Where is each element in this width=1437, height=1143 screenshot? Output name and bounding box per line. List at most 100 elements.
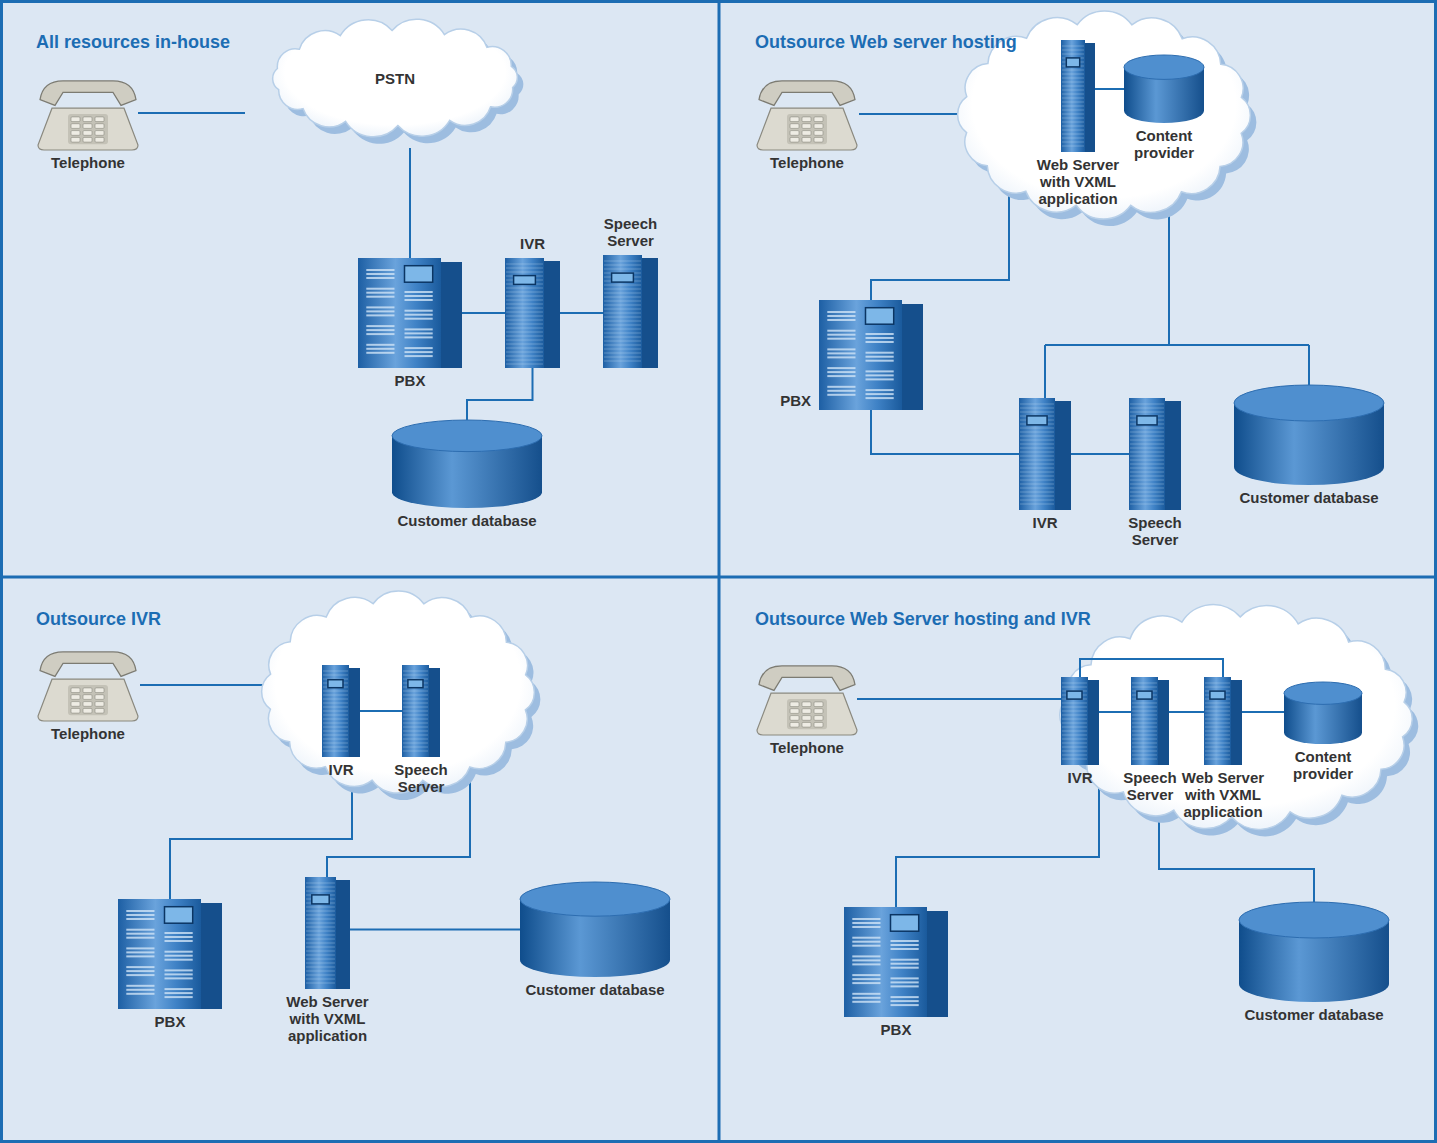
server-stripe	[604, 317, 641, 318]
phone-key	[814, 131, 823, 136]
db-node: Customer database	[1239, 902, 1389, 1002]
phone-key	[83, 702, 92, 707]
pbx-vent	[827, 375, 855, 377]
server-stripe	[1130, 504, 1164, 505]
network-cloud: PSTN	[245, 8, 545, 148]
server-stripe	[1020, 440, 1054, 441]
server-stripe	[403, 723, 428, 724]
phone-key	[71, 695, 80, 700]
pbx-vent	[891, 959, 919, 961]
pbx-node: PBX	[118, 899, 222, 1009]
pbx-vent	[405, 332, 433, 334]
phone-key	[83, 695, 92, 700]
server-side	[1088, 680, 1099, 765]
server-stripe	[306, 931, 335, 932]
server-icon	[1019, 398, 1071, 510]
phone-key	[71, 708, 80, 713]
server-icon	[1204, 677, 1242, 765]
wire	[857, 698, 1079, 700]
node-label: Telephone	[770, 155, 844, 172]
pbx-vent	[405, 295, 433, 297]
server-side	[1055, 401, 1071, 510]
server-stripe	[1130, 484, 1164, 485]
phone-key	[95, 708, 104, 713]
server-stripe	[323, 703, 348, 704]
server-stripe	[1062, 727, 1087, 728]
server-stripe	[604, 289, 641, 290]
node-label: Telephone	[770, 740, 844, 757]
server-stripe	[1132, 711, 1157, 712]
pbx-vent	[165, 936, 193, 938]
node-label: Speech Server	[391, 762, 451, 796]
server-stripe	[506, 332, 543, 333]
server-stripe	[323, 747, 348, 748]
server-stripe	[1020, 452, 1054, 453]
node-label: Customer database	[1244, 1007, 1383, 1024]
server-icon	[1131, 677, 1169, 765]
server-stripe	[1062, 707, 1087, 708]
pbx-vent	[366, 352, 394, 354]
phone-node: Telephone	[38, 78, 138, 150]
server-stripe	[1132, 747, 1157, 748]
cloud-shape	[273, 19, 518, 137]
server-stripe	[604, 265, 641, 266]
server-stripe	[1132, 719, 1157, 720]
server-screen	[328, 680, 343, 688]
db-icon	[392, 420, 542, 508]
server-stripe	[306, 939, 335, 940]
phone-base	[757, 693, 857, 735]
clouds	[262, 11, 1419, 836]
phone-key	[790, 702, 799, 707]
phone-key	[71, 688, 80, 693]
server-node: Speech Server	[402, 665, 440, 757]
node-label: Telephone	[51, 726, 125, 743]
pbx-vent	[405, 310, 433, 312]
server-stripe	[323, 691, 348, 692]
server-stripe	[506, 352, 543, 353]
phone-key	[814, 709, 823, 714]
server-stripe	[506, 264, 543, 265]
server-stripe	[1062, 118, 1084, 119]
server-stripe	[1130, 436, 1164, 437]
pbx-vent	[866, 356, 894, 358]
node-label: PSTN	[375, 70, 415, 87]
server-stripe	[604, 293, 641, 294]
connector	[1169, 711, 1204, 713]
pbx-vent	[165, 955, 193, 957]
server-stripe	[1132, 739, 1157, 740]
pbx-icon	[358, 258, 462, 368]
server-stripe	[506, 300, 543, 301]
pbx-node: PBX	[844, 907, 948, 1017]
pbx-vent	[852, 945, 880, 947]
node-label: PBX	[155, 1014, 186, 1031]
server-stripe	[323, 695, 348, 696]
server-stripe	[1062, 146, 1084, 147]
pbx-vent	[852, 1001, 880, 1003]
server-stripe	[1130, 492, 1164, 493]
server-stripe	[1205, 727, 1230, 728]
server-stripe	[306, 911, 335, 912]
phone-key	[814, 716, 823, 721]
pbx-vent	[165, 959, 193, 961]
phone-key	[814, 124, 823, 129]
server-stripe	[1130, 456, 1164, 457]
server-stripe	[323, 719, 348, 720]
server-stripe	[403, 751, 428, 752]
server-stripe	[604, 309, 641, 310]
db-icon	[520, 882, 670, 977]
server-icon	[603, 255, 658, 368]
server-stripe	[1020, 484, 1054, 485]
server-icon	[1129, 398, 1181, 510]
pbx-vent	[405, 336, 433, 338]
pbx-vent	[852, 993, 880, 995]
server-stripe	[1205, 711, 1230, 712]
server-stripe	[604, 333, 641, 334]
phone-key	[790, 117, 799, 122]
server-node: IVR	[322, 665, 360, 757]
server-screen	[1067, 691, 1082, 699]
pbx-front	[358, 258, 441, 368]
node-label: PBX	[780, 393, 811, 410]
server-stripe	[1062, 78, 1084, 79]
server-stripe	[1062, 747, 1087, 748]
server-stripe	[1062, 687, 1087, 688]
